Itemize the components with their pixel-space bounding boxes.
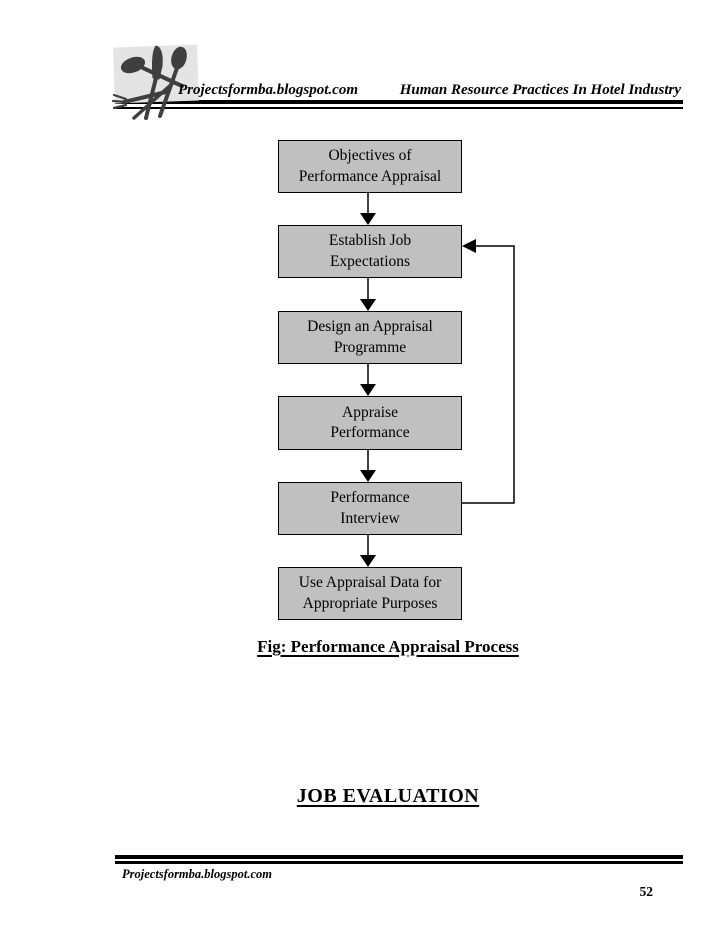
flow-box-label: Programme: [333, 338, 407, 356]
flow-box-appraise-performance: Appraise Performance: [278, 396, 462, 450]
flow-box-label: Expectations: [329, 252, 411, 270]
footer-rule: [115, 855, 683, 864]
flow-box-label: Performance Appraisal: [298, 167, 442, 185]
flow-box-label: Objectives of: [328, 147, 412, 165]
cutlery-icon: [110, 42, 210, 126]
flow-box-objectives: Objectives of Performance Appraisal: [278, 140, 462, 193]
feedback-arrow-icon: [462, 239, 515, 504]
flow-box-label: Design an Appraisal: [307, 318, 433, 336]
arrow-down-icon: [360, 278, 376, 311]
footer-site-text: Projectsformba.blogspot.com: [122, 867, 272, 881]
arrow-down-icon: [360, 193, 376, 225]
flow-box-use-appraisal-data: Use Appraisal Data for Appropriate Purpo…: [278, 567, 462, 620]
flow-box-performance-interview: Performance Interview: [278, 482, 462, 535]
arrow-down-icon: [360, 535, 376, 567]
flow-box-label: Performance: [330, 489, 410, 507]
arrow-down-icon: [360, 364, 376, 396]
header-rule: [115, 100, 683, 109]
flow-box-label: Use Appraisal Data for: [298, 574, 442, 592]
flow-box-label: Appraise: [342, 403, 398, 421]
page-number: 52: [639, 884, 654, 899]
flow-box-label: Performance: [330, 424, 410, 441]
header-doc-title: Human Resource Practices In Hotel Indust…: [399, 82, 681, 98]
flow-box-design-programme: Design an Appraisal Programme: [278, 311, 462, 364]
figure-caption: Fig: Performance Appraisal Process: [257, 637, 519, 656]
flow-box-establish-expectations: Establish Job Expectations: [278, 225, 462, 278]
arrow-down-icon: [360, 450, 376, 482]
flow-box-label: Interview: [340, 509, 400, 527]
flow-box-label: Establish Job: [328, 232, 412, 250]
section-heading: JOB EVALUATION: [296, 785, 480, 807]
flow-box-label: Appropriate Purposes: [302, 594, 438, 612]
header-site-text: Projectsformba.blogspot.com: [178, 82, 358, 98]
